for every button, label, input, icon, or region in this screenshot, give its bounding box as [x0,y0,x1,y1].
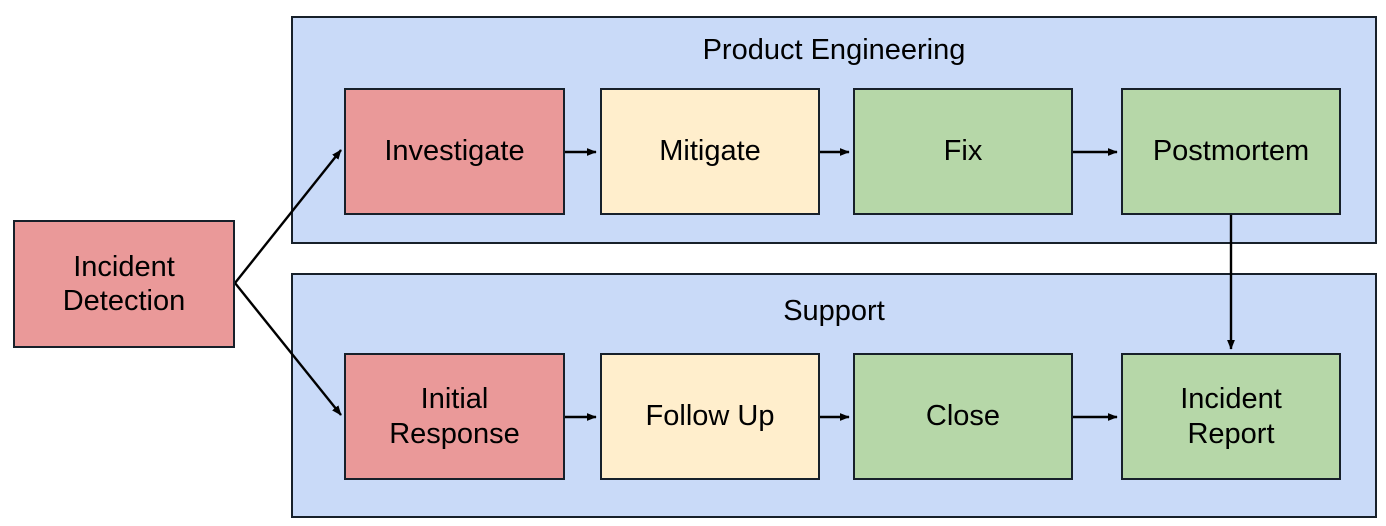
node-fix[interactable]: Fix [853,88,1073,215]
node-incident-report[interactable]: Incident Report [1121,353,1341,480]
node-fix-label: Fix [943,135,983,168]
node-follow-up[interactable]: Follow Up [600,353,820,480]
node-incident-report-label: Incident Report [1180,383,1282,450]
node-close-label: Close [925,400,1001,433]
node-close[interactable]: Close [853,353,1073,480]
node-postmortem-label: Postmortem [1152,135,1310,168]
node-initial-response[interactable]: Initial Response [344,353,565,480]
node-postmortem[interactable]: Postmortem [1121,88,1341,215]
swimlane-product-engineering-title: Product Engineering [702,34,966,66]
node-follow-up-label: Follow Up [645,400,775,433]
node-incident-detection[interactable]: Incident Detection [13,220,235,348]
node-mitigate-label: Mitigate [659,135,761,168]
node-incident-detection-label: Incident Detection [62,250,186,317]
node-investigate[interactable]: Investigate [344,88,565,215]
node-investigate-label: Investigate [384,135,525,168]
node-initial-response-label: Initial Response [389,383,520,450]
node-mitigate[interactable]: Mitigate [600,88,820,215]
swimlane-support-title: Support [783,295,885,327]
